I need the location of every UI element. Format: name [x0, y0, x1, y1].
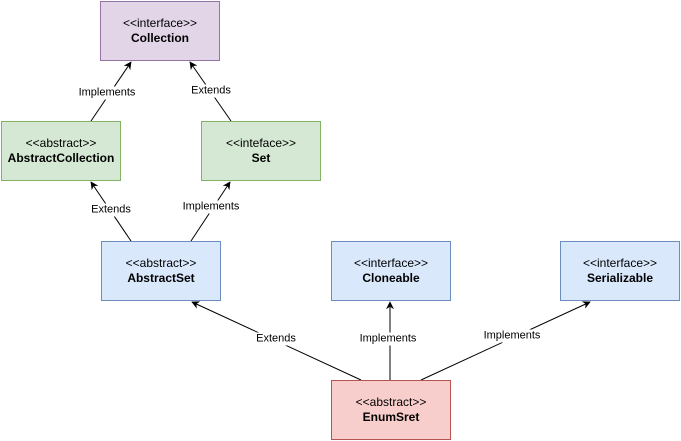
- class-name: Collection: [130, 31, 189, 45]
- class-name: AbstractCollection: [7, 151, 115, 165]
- class-box-set[interactable]: <<inteface>>Set: [201, 121, 321, 181]
- stereotype-label: <<abstract>>: [125, 256, 197, 270]
- edge-label-abstract-set-to-abstract-collection: Extends: [90, 203, 132, 217]
- class-box-cloneable[interactable]: <<interface>>Cloneable: [331, 241, 451, 301]
- class-name: Serializable: [586, 271, 654, 285]
- class-name: Set: [251, 151, 271, 165]
- class-name: EnumSret: [362, 410, 420, 424]
- stereotype-label: <<abstract>>: [355, 395, 427, 409]
- stereotype-label: <<interface>>: [582, 256, 658, 270]
- class-box-abstract-collection[interactable]: <<abstract>>AbstractCollection: [1, 121, 121, 181]
- class-box-abstract-set[interactable]: <<abstract>>AbstractSet: [101, 241, 221, 301]
- edge-label-set-to-collection: Extends: [190, 84, 232, 98]
- edge-label-enumset-to-serializable: Implements: [482, 329, 542, 343]
- class-name: Cloneable: [362, 271, 420, 285]
- class-box-serializable[interactable]: <<interface>>Serializable: [560, 241, 680, 301]
- edge-label-enumset-to-abstract-set: Extends: [255, 332, 297, 346]
- stereotype-label: <<abstract>>: [25, 136, 97, 150]
- edge-label-enumset-to-cloneable: Implements: [358, 332, 418, 346]
- stereotype-label: <<inteface>>: [225, 136, 297, 150]
- stereotype-label: <<interface>>: [353, 256, 429, 270]
- class-box-collection[interactable]: <<interface>>Collection: [100, 1, 220, 61]
- class-box-enumset[interactable]: <<abstract>>EnumSret: [331, 380, 451, 440]
- edge-label-abstract-set-to-set: Implements: [181, 200, 241, 214]
- class-name: AbstractSet: [127, 271, 195, 285]
- edge-label-abstract-collection-to-collection: Implements: [77, 86, 137, 100]
- stereotype-label: <<interface>>: [122, 16, 198, 30]
